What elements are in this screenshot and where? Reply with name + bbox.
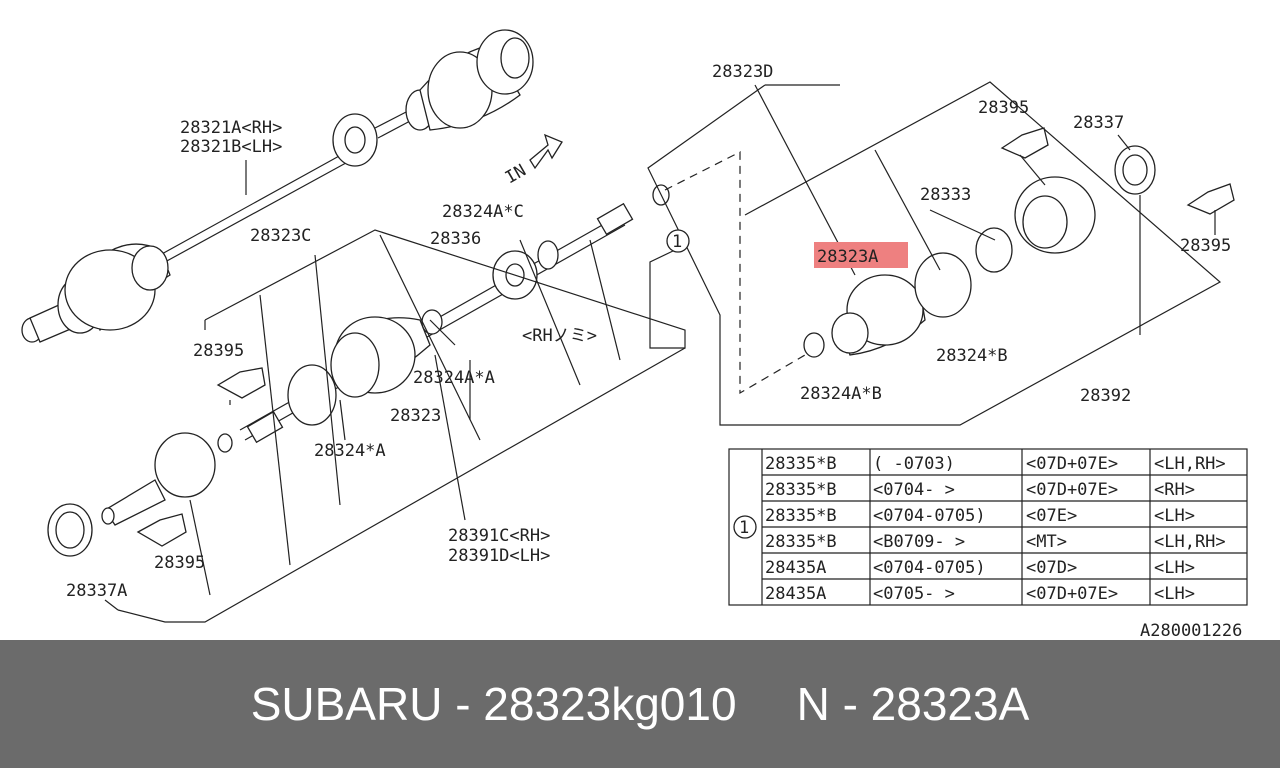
boot-kit xyxy=(647,81,1222,426)
label-28324a-a: 28324A*A xyxy=(413,368,495,388)
label-rh-note: <RHノミ> xyxy=(522,326,597,346)
table-cell-r0-c2: <07D+07E> xyxy=(1026,454,1118,474)
label-28324a-b: 28324A*B xyxy=(800,384,882,404)
label-28336: 28336 xyxy=(430,229,481,249)
label-28337a: 28337A xyxy=(66,581,127,601)
table-cell-r1-c2: <07D+07E> xyxy=(1026,480,1118,500)
label-28395-mid: 28395 xyxy=(193,341,244,361)
table-cell-r0-c1: ( -0703) xyxy=(873,454,955,474)
table-cell-r3-c1: <B0709- > xyxy=(873,532,965,552)
svg-text:1: 1 xyxy=(672,232,682,252)
table-cell-r2-c3: <LH> xyxy=(1154,506,1195,526)
label-28395-top: 28395 xyxy=(978,98,1029,118)
table-cell-r4-c2: <07D> xyxy=(1026,558,1077,578)
ref-code: A280001226 xyxy=(1140,621,1242,640)
label-28391c: 28391C<RH> xyxy=(448,526,550,546)
table-cell-r1-c3: <RH> xyxy=(1154,480,1195,500)
parts-diagram: IN xyxy=(21,29,1248,640)
label-28391d: 28391D<LH> xyxy=(448,546,550,566)
table-cell-r3-c0: 28335*B xyxy=(765,532,837,552)
label-28323: 28323 xyxy=(390,406,441,426)
table-cell-r2-c2: <07E> xyxy=(1026,506,1077,526)
label-28323d: 28323D xyxy=(712,62,773,82)
table-cell-r4-c1: <0704-0705) xyxy=(873,558,986,578)
table-cell-r3-c2: <MT> xyxy=(1026,532,1067,552)
label-28324a-c: 28324A*C xyxy=(442,202,524,222)
callout-marker: 1 xyxy=(666,229,690,253)
variant-table: 1 28335*B ( -0703) <07D+07E> <LH,RH> 28335*B… xyxy=(728,448,1248,606)
table-cell-r2-c1: <0704-0705) xyxy=(873,506,986,526)
label-28323c: 28323C xyxy=(250,226,311,246)
in-arrow-icon: IN xyxy=(502,133,563,189)
table-cell-r2-c0: 28335*B xyxy=(765,506,837,526)
table-cell-r4-c0: 28435A xyxy=(765,558,826,578)
label-28321b: 28321B<LH> xyxy=(180,137,282,157)
middle-frame xyxy=(104,229,686,623)
footer-bar: SUBARU - 28323kg010 N - 28323A xyxy=(0,640,1280,768)
plug-caps xyxy=(136,127,1235,547)
table-cell-r4-c3: <LH> xyxy=(1154,558,1195,578)
label-28323a-highlight: 28323A xyxy=(817,247,878,267)
label-28395-low: 28395 xyxy=(154,553,205,573)
drive-shaft-assembly xyxy=(21,29,534,343)
footer-ref-part: N - 28323A xyxy=(796,678,1030,730)
footer-brand-part: SUBARU - 28323kg010 xyxy=(250,678,737,730)
table-cell-r1-c0: 28335*B xyxy=(765,480,837,500)
highlight-box xyxy=(814,242,908,268)
table-cell-r5-c1: <0705- > xyxy=(873,584,955,604)
table-cell-r5-c3: <LH> xyxy=(1154,584,1195,604)
label-28392: 28392 xyxy=(1080,386,1131,406)
table-cell-r1-c1: <0704- > xyxy=(873,480,955,500)
table-cell-r0-c0: 28335*B xyxy=(765,454,837,474)
label-28333: 28333 xyxy=(920,185,971,205)
exploded-shaft xyxy=(47,184,670,557)
table-cell-r0-c3: <LH,RH> xyxy=(1154,454,1226,474)
label-28324-b: 28324*B xyxy=(936,346,1008,366)
table-cell-r5-c2: <07D+07E> xyxy=(1026,584,1118,604)
table-cell-r3-c3: <LH,RH> xyxy=(1154,532,1226,552)
svg-text:IN: IN xyxy=(502,161,530,189)
label-28395-right: 28395 xyxy=(1180,236,1231,256)
label-28321a: 28321A<RH> xyxy=(180,118,282,138)
table-callout: 1 xyxy=(739,518,749,538)
label-28324-a: 28324*A xyxy=(314,441,386,461)
label-28337: 28337 xyxy=(1073,113,1124,133)
table-cell-r5-c0: 28435A xyxy=(765,584,826,604)
